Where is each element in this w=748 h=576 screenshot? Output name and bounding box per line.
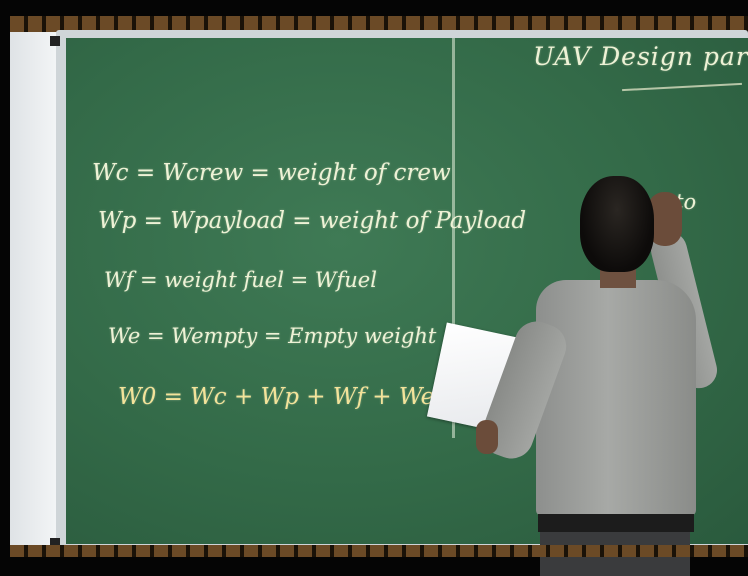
wall-left — [10, 32, 60, 545]
board-divider-line — [452, 38, 455, 438]
board-clip-top-left — [50, 36, 60, 46]
lecturer-belt — [538, 514, 694, 532]
lecturer-head — [580, 176, 654, 272]
lecturer-left-hand — [476, 420, 498, 454]
wood-panel-top — [10, 16, 748, 32]
board-clip-bottom-left — [50, 538, 60, 548]
wood-panel-bottom — [10, 545, 748, 557]
equation-empty-weight: We = Wempty = Empty weight — [108, 324, 437, 348]
equation-fuel-weight: Wf = weight fuel = Wfuel — [104, 268, 377, 292]
equation-crew-weight: Wc = Wcrew = weight of crew — [92, 160, 451, 186]
lecturer-shirt — [536, 280, 696, 516]
lecturer — [470, 170, 740, 576]
equation-payload-weight: Wp = Wpayload = weight of Payload — [98, 208, 527, 234]
board-title: UAV Design part — [533, 42, 748, 71]
